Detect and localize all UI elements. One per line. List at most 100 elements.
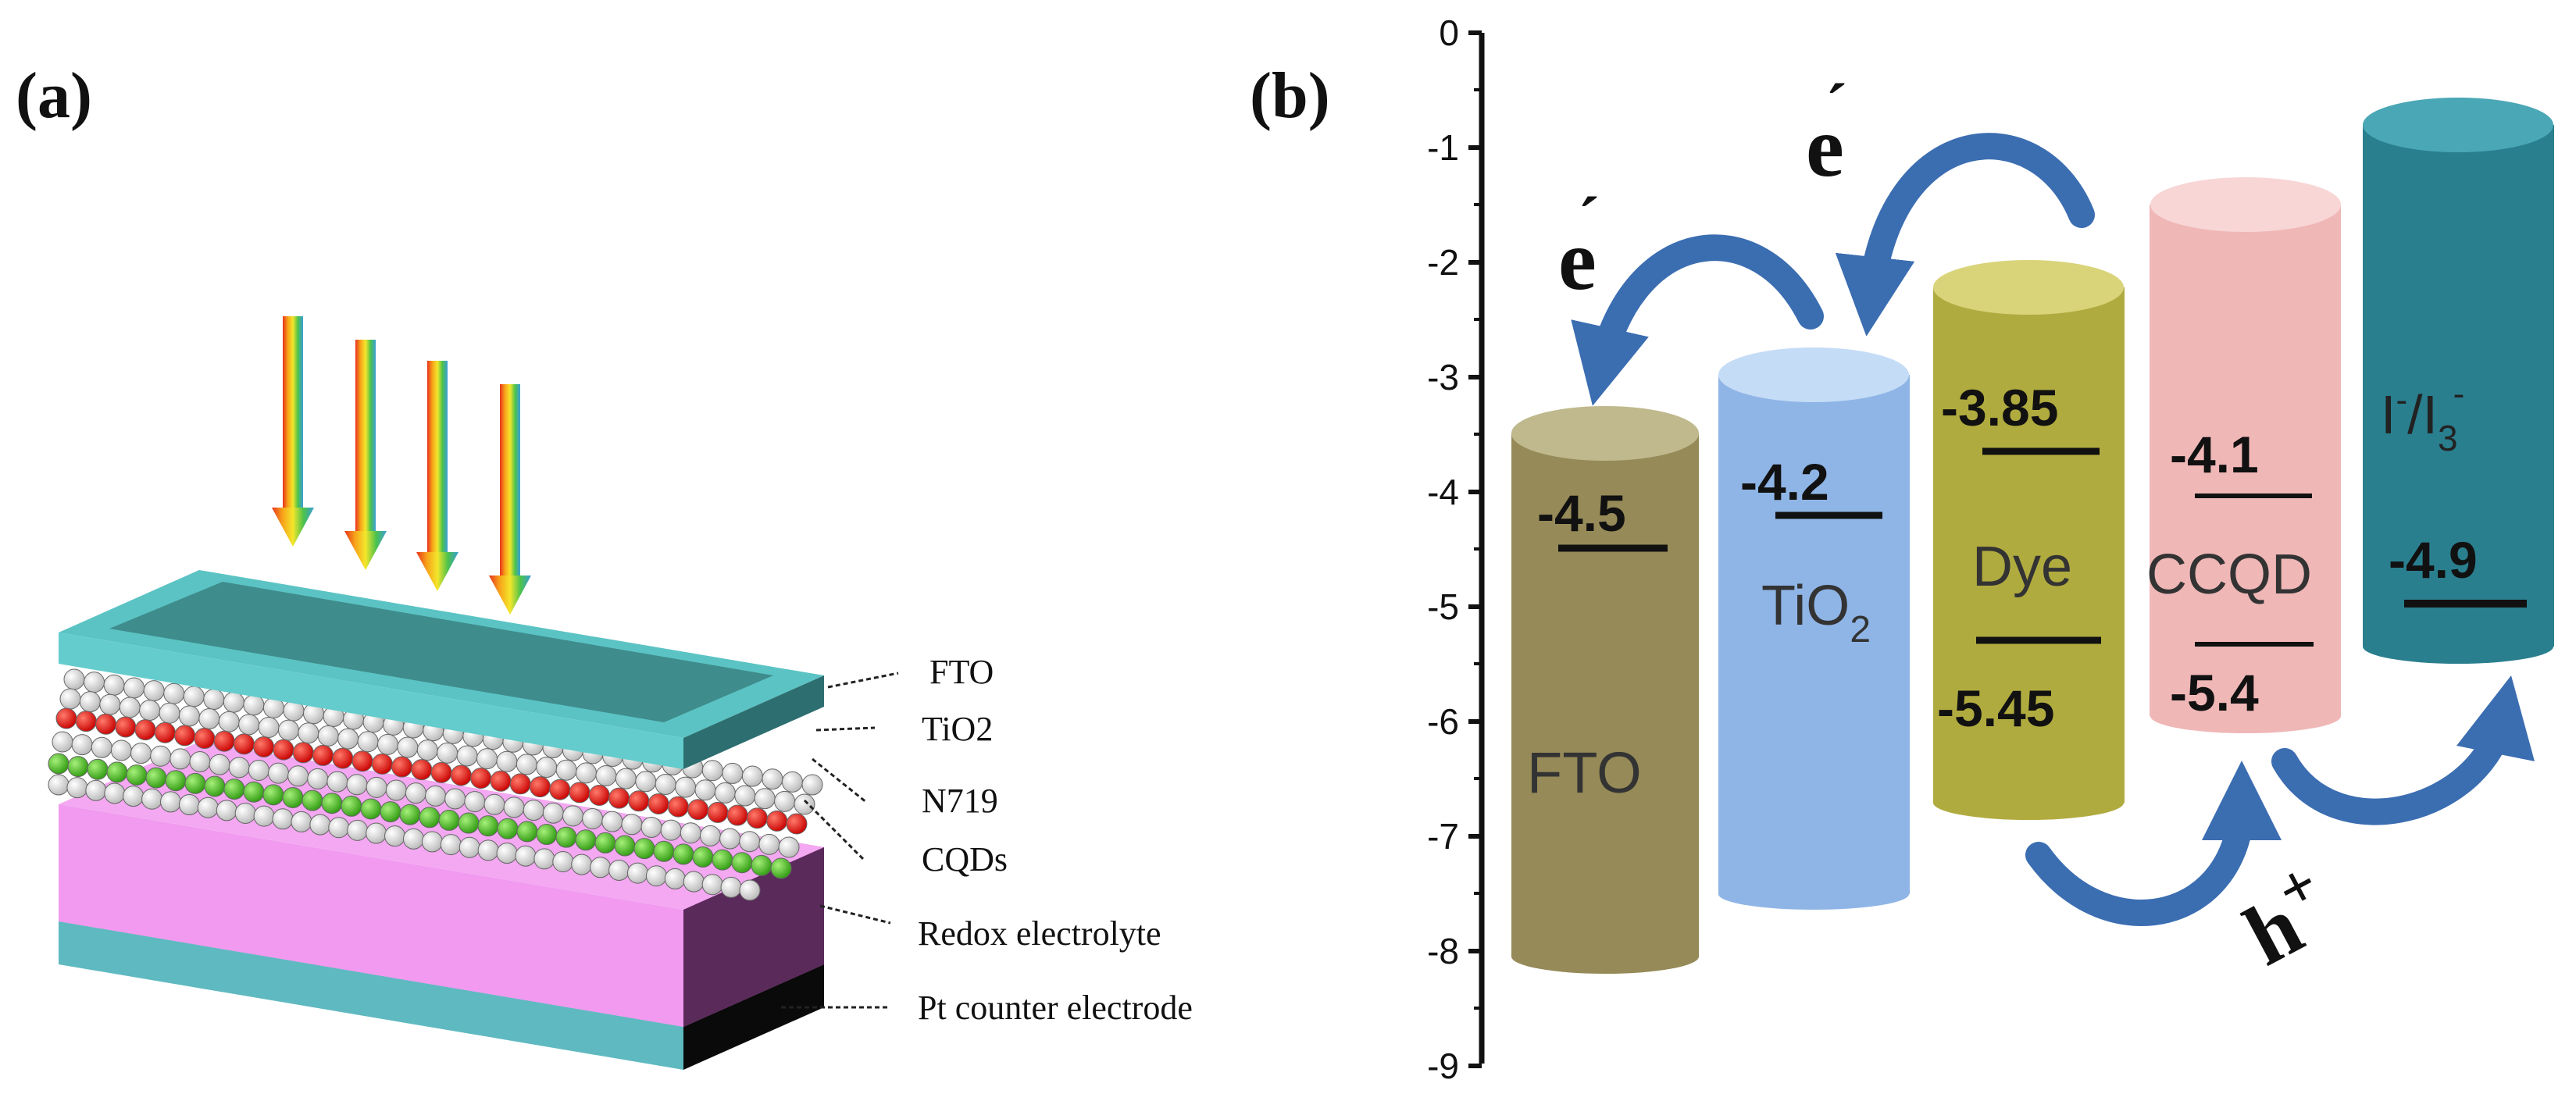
n719-sphere: [450, 764, 472, 786]
label-redox-electrolyte: Redox electrolyte: [918, 914, 1161, 953]
cqd-sphere: [399, 804, 421, 825]
cylinder-ccqd: [2150, 177, 2341, 733]
tio2-sphere: [248, 759, 269, 781]
tio2-sphere: [189, 751, 211, 773]
cqd-sphere: [594, 832, 616, 853]
tio2-sphere: [576, 762, 598, 784]
name-fto: FTO: [1527, 740, 1642, 805]
cqd-sphere: [341, 795, 362, 817]
tio2-sphere: [425, 785, 447, 807]
n719-sphere: [233, 733, 255, 755]
tio2-sphere: [758, 833, 780, 855]
cqd-sphere: [145, 767, 167, 789]
n719-sphere: [95, 713, 117, 735]
n719-sphere: [687, 799, 709, 821]
n719-sphere: [766, 810, 788, 832]
tio2-sphere: [516, 754, 537, 775]
n719-sphere: [273, 739, 294, 761]
n719-sphere: [608, 787, 630, 809]
tio2-sphere: [63, 668, 85, 690]
tio2-sphere: [326, 771, 348, 793]
electron-label: e´: [1806, 71, 1847, 194]
cqd-sphere: [575, 829, 597, 851]
tio2-sphere: [71, 734, 93, 756]
label-tio2: TiO2: [922, 710, 993, 748]
tio2-sphere: [130, 743, 152, 764]
tio2-sphere: [476, 748, 498, 770]
hole-transfer-arrow-ccqd-redox: [2271, 675, 2535, 825]
tio2-sphere: [477, 839, 499, 861]
tio2-sphere: [328, 817, 350, 839]
tio2-sphere: [701, 760, 723, 782]
tio2-sphere: [503, 796, 525, 818]
tio2-sphere: [801, 774, 823, 796]
tio2-sphere: [582, 808, 604, 830]
n719-sphere: [351, 750, 373, 772]
cqd-sphere: [126, 764, 148, 786]
cqd-sphere: [87, 758, 109, 780]
cqd-sphere: [536, 824, 558, 846]
tio2-sphere: [309, 814, 331, 836]
n719-sphere: [154, 722, 176, 743]
tio2-sphere: [291, 811, 312, 832]
tio2-sphere: [444, 788, 466, 810]
n719-sphere: [509, 773, 531, 795]
tio2-sphere: [317, 725, 339, 747]
tio2-sphere: [384, 825, 406, 847]
tio2-sphere: [216, 800, 237, 821]
tick-label: -8: [1427, 931, 1459, 971]
cqd-sphere: [497, 818, 519, 839]
tio2-sphere: [741, 765, 763, 787]
tio2-sphere: [762, 768, 783, 790]
tio2-sphere: [515, 845, 537, 867]
light-arrow-icon: [416, 361, 458, 591]
n719-sphere: [371, 753, 393, 775]
cqd-sphere: [301, 789, 323, 811]
tick-label: -7: [1427, 816, 1459, 857]
n719-sphere: [391, 756, 413, 778]
tio2-sphere: [104, 782, 126, 804]
level-ccqd-homo: -5.4: [2170, 664, 2259, 722]
tio2-sphere: [778, 836, 800, 858]
n719-sphere: [726, 804, 748, 826]
cqd-sphere: [204, 775, 226, 797]
tio2-sphere: [699, 825, 721, 846]
tio2-sphere: [228, 757, 250, 779]
tio2-sphere: [437, 742, 458, 764]
tio2-sphere: [307, 768, 329, 789]
tio2-sphere: [159, 702, 180, 724]
name-redox: I-/I3-: [2381, 375, 2464, 458]
name-redox-sup1: -: [2396, 381, 2407, 419]
tio2-sphere: [346, 774, 368, 796]
hole-transfer-arrow-dye-ccqd: [2025, 761, 2282, 926]
tio2-sphere: [739, 831, 761, 853]
cqd-sphere: [555, 826, 577, 848]
label-fto: FTO: [929, 653, 994, 691]
tio2-sphere: [523, 800, 544, 821]
tio2-sphere: [664, 868, 686, 889]
n719-sphere: [430, 761, 452, 783]
tio2-sphere: [552, 851, 574, 873]
n719-sphere: [213, 730, 235, 752]
n719-sphere: [411, 759, 433, 781]
tio2-sphere: [555, 759, 577, 781]
tio2-sphere: [496, 843, 518, 864]
cqd-sphere: [184, 772, 206, 794]
cqd-sphere: [48, 753, 70, 775]
tio2-sphere: [608, 859, 630, 881]
n719-sphere: [569, 782, 590, 804]
tio2-sphere: [739, 879, 761, 901]
tio2-sphere: [169, 748, 191, 770]
n719-sphere: [253, 736, 275, 757]
name-redox-b: /I: [2407, 384, 2438, 445]
energy-axis-ticks: [1468, 30, 1482, 1068]
level-ccqd-lumo: -4.1: [2170, 426, 2259, 483]
tio2-sphere: [59, 688, 81, 710]
tio2-sphere: [85, 779, 107, 801]
tio2-sphere: [542, 802, 564, 824]
cqd-sphere: [419, 807, 441, 829]
tio2-sphere: [277, 719, 299, 741]
tio2-sphere: [337, 728, 359, 750]
tio2-sphere: [794, 793, 815, 815]
tio2-sphere: [720, 876, 742, 898]
